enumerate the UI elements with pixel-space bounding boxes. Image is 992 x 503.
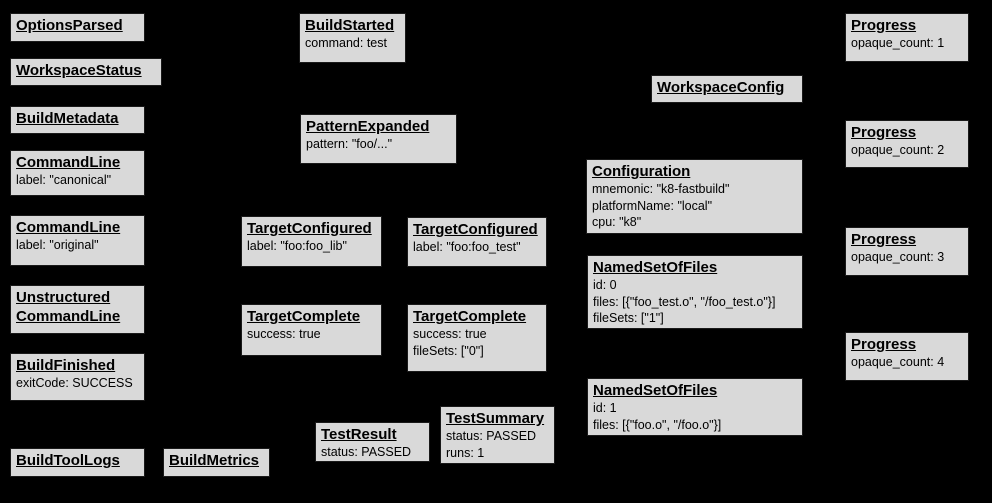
event-node-title: TargetComplete xyxy=(247,308,361,325)
event-node-title: NamedSetOfFiles xyxy=(593,382,718,399)
node-build-metadata: BuildMetadata xyxy=(10,106,145,134)
event-node-attribute: opaque_count: 1 xyxy=(851,36,945,50)
event-node-attribute: id: 1 xyxy=(593,401,617,415)
node-progress-2: Progress opaque_count: 2 xyxy=(845,120,969,168)
event-node-title: PatternExpanded xyxy=(306,118,430,135)
event-node-attribute: status: PASSED xyxy=(321,445,412,459)
node-test-summary: TestSummary status: PASSED runs: 1 xyxy=(440,406,555,464)
event-node-attribute: fileSets: ["0"] xyxy=(413,343,484,358)
node-command-line-canonical: CommandLine label: "canonical" xyxy=(10,150,145,196)
node-configuration: Configuration mnemonic: "k8-fastbuild" pl… xyxy=(586,159,803,234)
node-target-configured-foo-lib: TargetConfigured label: "foo:foo_lib" xyxy=(241,216,382,267)
event-node-title: TargetConfigured xyxy=(247,220,372,237)
event-node-title: CommandLine xyxy=(16,219,121,236)
event-node-attribute: success: true xyxy=(413,327,487,341)
event-node-title: Unstructured CommandLine xyxy=(16,289,121,325)
node-build-metrics: BuildMetrics xyxy=(163,448,270,477)
node-target-configured-foo-test: TargetConfigured label: "foo:foo_test" xyxy=(407,217,547,267)
event-node-title: BuildMetrics xyxy=(169,452,260,469)
node-progress-1: Progress opaque_count: 1 xyxy=(845,13,969,62)
node-command-line-original: CommandLine label: "original" xyxy=(10,215,145,266)
node-target-complete-foo-test: TargetComplete success: true fileSets: ["… xyxy=(407,304,547,372)
event-node-title: BuildStarted xyxy=(305,17,395,34)
event-node-attribute: fileSets: ["1"] xyxy=(593,311,664,325)
event-node-title: Progress xyxy=(851,231,917,248)
event-node-attribute: mnemonic: "k8-fastbuild" xyxy=(592,182,730,196)
event-node-title: TargetComplete xyxy=(413,308,527,325)
event-node-attribute: pattern: "foo/..." xyxy=(306,137,393,151)
event-node-attribute: files: [{"foo.o", "/foo.o"}] xyxy=(593,417,722,432)
node-test-result: TestResult status: PASSED xyxy=(315,422,430,462)
node-options-parsed: OptionsParsed xyxy=(10,13,145,42)
event-node-title: TargetConfigured xyxy=(413,221,538,238)
node-named-set-of-files-0: NamedSetOfFiles id: 0 files: [{"foo_test.… xyxy=(587,255,803,329)
event-node-attribute: opaque_count: 2 xyxy=(851,143,945,157)
event-node-attribute: command: test xyxy=(305,36,387,50)
event-node-attribute: id: 0 xyxy=(593,278,617,292)
event-node-attribute: status: PASSED xyxy=(446,429,537,443)
event-node-title: Progress xyxy=(851,336,917,353)
event-node-attribute: exitCode: SUCCESS xyxy=(16,376,133,390)
event-node-title: BuildMetadata xyxy=(16,110,119,127)
event-node-attribute: label: "original" xyxy=(16,238,99,252)
node-progress-3: Progress opaque_count: 3 xyxy=(845,227,969,276)
node-progress-4: Progress opaque_count: 4 xyxy=(845,332,969,381)
node-build-started: BuildStarted command: test xyxy=(299,13,406,63)
node-target-complete-foo-lib: TargetComplete success: true xyxy=(241,304,382,356)
event-node-attribute: label: "canonical" xyxy=(16,173,112,187)
event-node-title: WorkspaceConfig xyxy=(657,79,785,96)
event-node-attribute: cpu: "k8" xyxy=(592,215,642,229)
node-unstructured-command-line: Unstructured CommandLine xyxy=(10,285,145,334)
event-node-title: BuildToolLogs xyxy=(16,452,120,469)
event-node-title: TestSummary xyxy=(446,410,545,427)
node-workspace-config: WorkspaceConfig xyxy=(651,75,803,103)
node-build-finished: BuildFinished exitCode: SUCCESS xyxy=(10,353,145,401)
event-node-title: Configuration xyxy=(592,163,691,180)
event-node-attribute: opaque_count: 4 xyxy=(851,355,945,369)
event-node-attribute: runs: 1 xyxy=(446,445,485,460)
event-node-attribute: label: "foo:foo_test" xyxy=(413,240,521,254)
node-workspace-status: WorkspaceStatus xyxy=(10,58,162,86)
event-node-title: BuildFinished xyxy=(16,357,116,374)
event-node-attribute: label: "foo:foo_lib" xyxy=(247,239,347,253)
event-node-attribute: opaque_count: 3 xyxy=(851,250,945,264)
event-node-title: NamedSetOfFiles xyxy=(593,259,718,276)
event-node-attribute: files: [{"foo_test.o", "/foo_test.o"}] xyxy=(593,294,776,309)
event-node-title: WorkspaceStatus xyxy=(16,62,142,79)
event-node-attribute: success: true xyxy=(247,327,321,341)
node-named-set-of-files-1: NamedSetOfFiles id: 1 files: [{"foo.o", "… xyxy=(587,378,803,436)
event-node-title: Progress xyxy=(851,17,917,34)
event-node-title: CommandLine xyxy=(16,154,121,171)
event-node-attribute: platformName: "local" xyxy=(592,198,713,213)
event-node-title: OptionsParsed xyxy=(16,17,123,34)
event-node-title: Progress xyxy=(851,124,917,141)
event-node-title: TestResult xyxy=(321,426,397,443)
node-pattern-expanded: PatternExpanded pattern: "foo/..." xyxy=(300,114,457,164)
node-build-tool-logs: BuildToolLogs xyxy=(10,448,145,477)
